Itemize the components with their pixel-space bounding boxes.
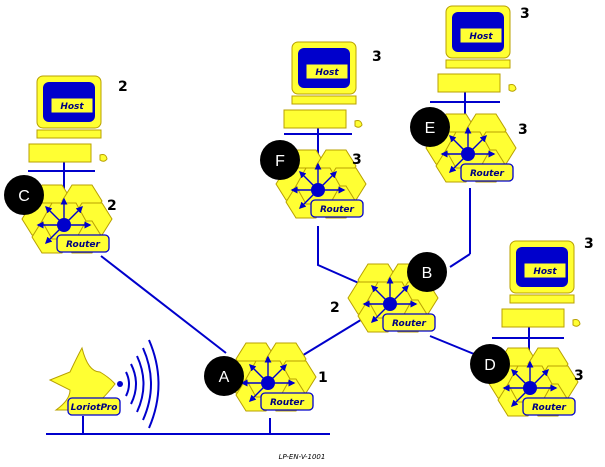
hop-count-host-c: 2 (118, 79, 128, 95)
badge-letter: F (275, 153, 285, 170)
host-label: Host (60, 102, 84, 112)
link-f-b (317, 226, 371, 289)
hop-count-a: 1 (318, 370, 328, 386)
loriot-bird-icon (48, 346, 116, 411)
host-label: Host (533, 267, 557, 277)
router-label: Router (320, 205, 354, 215)
badge-letter: E (425, 120, 436, 137)
router-a[interactable]: Router (226, 343, 316, 411)
router-label: Router (532, 403, 566, 413)
badge-a: A (204, 356, 244, 396)
badge-b: B (407, 252, 447, 292)
router-label: Router (66, 240, 100, 250)
host-c[interactable]: Host (28, 75, 108, 163)
hop-count-host-e: 3 (520, 6, 530, 22)
loriotpro-station[interactable]: LoriotPro (48, 339, 160, 429)
hop-count-e: 3 (518, 122, 528, 138)
hop-count-host-f: 3 (372, 49, 382, 65)
router-label: Router (470, 169, 504, 179)
hop-count-f: 3 (352, 152, 362, 168)
signal-waves-icon (125, 339, 160, 429)
figure-caption: LP-EN-V-1001 (279, 453, 326, 461)
badge-letter: A (219, 369, 230, 386)
host-f[interactable]: Host (283, 41, 363, 129)
badge-letter: D (484, 357, 496, 374)
hop-count-c: 2 (107, 198, 117, 214)
router-f[interactable]: Router (276, 150, 366, 218)
hop-count-host-d: 3 (584, 236, 594, 252)
host-label: Host (315, 68, 339, 78)
badge-f: F (260, 140, 300, 180)
router-c[interactable]: Router (22, 185, 112, 253)
link-b-d (429, 335, 475, 355)
badge-d: D (470, 344, 510, 384)
link-b-e (449, 253, 471, 268)
host-e[interactable]: Host (437, 5, 517, 93)
router-label: Router (392, 319, 426, 329)
link-c-a (100, 255, 227, 354)
router-b[interactable]: Router (348, 264, 438, 332)
badge-c: C (4, 175, 44, 215)
hop-count-b: 2 (330, 300, 340, 316)
link-a-b (299, 317, 365, 358)
router-d[interactable]: Router (488, 348, 578, 416)
badge-letter: B (422, 265, 433, 282)
badge-e: E (410, 107, 450, 147)
badge-letter: C (18, 188, 30, 205)
hop-count-d: 3 (574, 368, 584, 384)
host-label: Host (469, 32, 493, 42)
router-label: Router (270, 398, 304, 408)
host-d[interactable]: Host (501, 240, 581, 328)
station-label: LoriotPro (71, 403, 118, 413)
router-e[interactable]: Router (426, 114, 516, 182)
